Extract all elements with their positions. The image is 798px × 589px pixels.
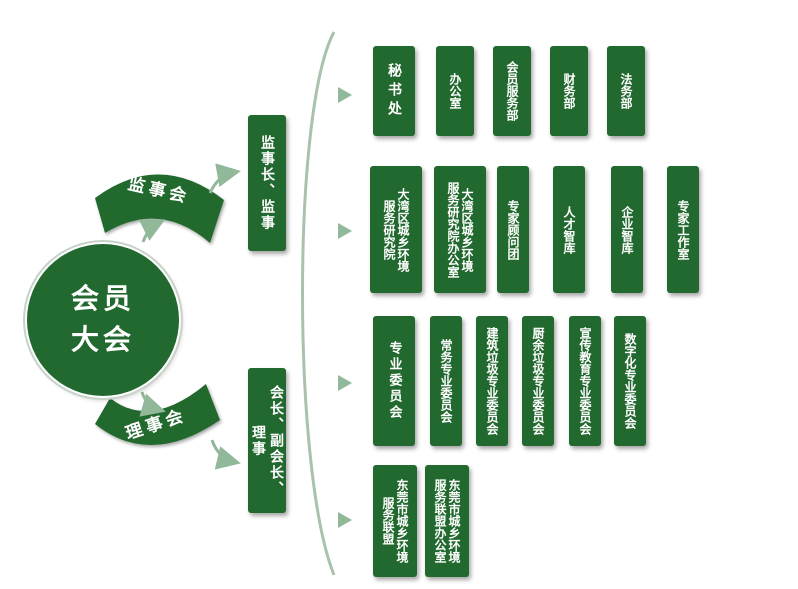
general-assembly-circle: 会员 大会 (27, 244, 179, 396)
box-text: 企业智库 (620, 205, 634, 254)
box-text: 财务部 (562, 73, 576, 109)
row1-box-secretariat: 秘书处 (373, 46, 415, 136)
row4-box-dongguan-alliance-office: 东莞市城乡环境 服务联盟办公室 (425, 465, 469, 577)
box-text: 专家顾问团 (506, 199, 520, 260)
general-assembly-line1: 会员 (70, 282, 135, 316)
row1-box-member-service: 会员服务部 (493, 46, 531, 136)
box-text-col2: 服务联盟办公室 (433, 479, 447, 563)
row3-box-professional-committee: 专业委员会 (373, 316, 415, 446)
row2-box-talent-think-tank: 人才智库 (553, 166, 585, 293)
row3-box-publicity-education-committee: 宣传教育专业委员会 (569, 316, 601, 446)
row4-box-dongguan-alliance: 东莞市城乡环境 服务联盟 (373, 465, 417, 577)
box-text: 秘书处 (386, 62, 402, 120)
box-text-col1: 东莞市城乡环境 (447, 479, 461, 563)
box-text: 专家工作室 (676, 199, 690, 260)
row3-arrow (338, 375, 352, 391)
supervisor-chief-box: 监事长、监事 (248, 115, 286, 251)
row1-arrow (338, 87, 352, 103)
box-text: 常务专业委员会 (439, 339, 453, 423)
row1-box-finance: 财务部 (550, 46, 588, 136)
box-text-col1: 大湾区城乡环境 (460, 187, 474, 272)
supervisor-chief-text: 监事长、监事 (259, 135, 275, 231)
box-text-col2: 服务研究院办公室 (446, 181, 460, 278)
box-text: 会员服务部 (505, 61, 519, 121)
box-text-col2: 服务研究院 (382, 199, 396, 260)
arrow-to-council (139, 391, 166, 417)
bracket-curve (301, 31, 336, 576)
box-text-col1: 大湾区城乡环境 (396, 187, 410, 272)
box-text: 建筑垃圾专业委员会 (485, 327, 499, 435)
general-assembly-line2: 大会 (70, 323, 135, 356)
box-text: 宣传教育专业委员会 (578, 327, 592, 435)
arrow-supervisory-to-box (208, 163, 241, 194)
row2-box-research-office: 大湾区城乡环境 服务研究院办公室 (434, 166, 486, 293)
row3-box-construction-waste-committee: 建筑垃圾专业委员会 (476, 316, 508, 446)
president-text-col2: 理事 (250, 424, 266, 457)
box-text: 法务部 (619, 73, 633, 109)
box-text: 数字化专业委员会 (623, 333, 637, 429)
row1-box-office: 办公室 (436, 46, 474, 136)
supervisory-ribbon (95, 174, 224, 243)
box-text: 专业委员会 (386, 341, 402, 421)
row2-box-enterprise-think-tank: 企业智库 (611, 166, 643, 293)
box-text-col1: 东莞市城乡环境 (395, 479, 409, 563)
arrow-council-to-box (210, 439, 241, 470)
box-text: 人才智库 (562, 205, 576, 254)
row1-box-legal: 法务部 (607, 46, 645, 136)
row2-box-expert-studio: 专家工作室 (667, 166, 699, 293)
box-text: 办公室 (448, 73, 462, 109)
row2-arrow (338, 223, 352, 239)
box-text-col2: 服务联盟 (381, 497, 395, 545)
president-text-col1: 会长、副会长、 (268, 384, 284, 497)
row3-box-standing-committee: 常务专业委员会 (430, 316, 462, 446)
box-text: 厨余垃圾专业委员会 (531, 327, 545, 435)
row4-arrow (338, 512, 352, 528)
row3-box-digitalization-committee: 数字化专业委员会 (614, 316, 646, 446)
row2-box-expert-advisors: 专家顾问团 (497, 166, 529, 293)
row2-box-research-institute: 大湾区城乡环境 服务研究院 (370, 166, 422, 293)
president-box: 会长、副会长、 理事 (248, 368, 286, 513)
arrow-to-supervisory (138, 219, 166, 243)
row3-box-kitchen-waste-committee: 厨余垃圾专业委员会 (522, 316, 554, 446)
